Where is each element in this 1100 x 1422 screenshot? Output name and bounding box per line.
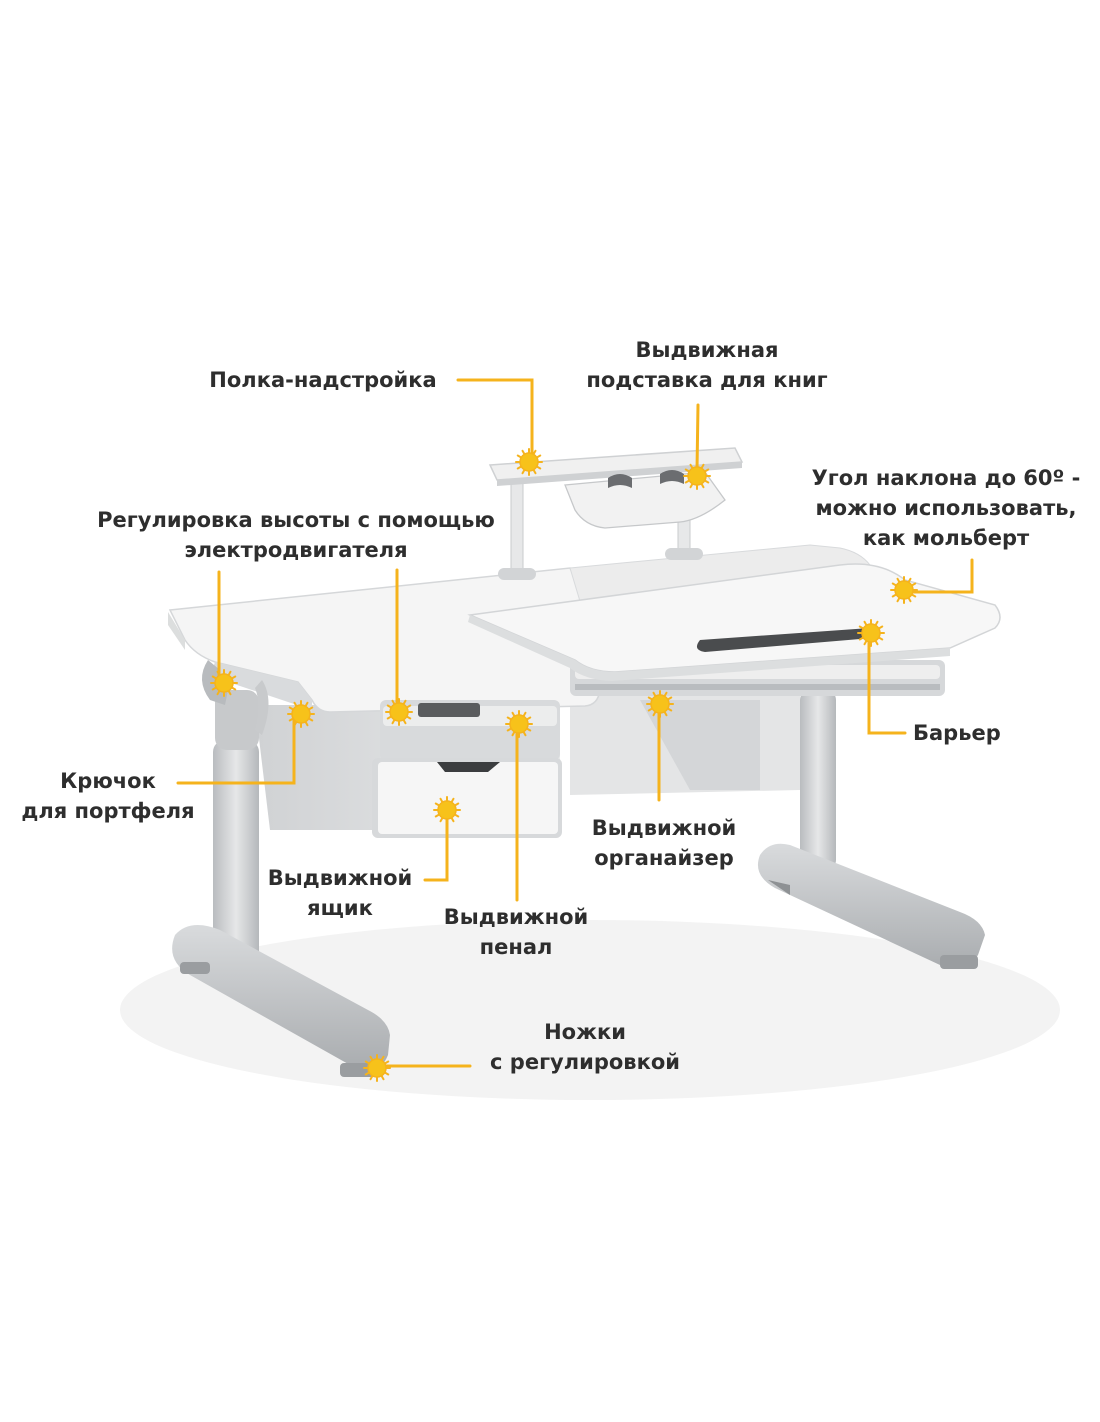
label-bag-hook: Крючок для портфеля: [21, 769, 195, 823]
marker-bag-hook: [287, 700, 315, 728]
right-leg-foot: [757, 843, 985, 969]
marker-bag-hook-upper: [210, 669, 238, 697]
marker-tilt-angle: [890, 576, 918, 604]
control-panel: [418, 703, 480, 717]
label-drawer: Выдвижной ящик: [267, 866, 413, 920]
marker-drawer: [433, 796, 461, 824]
leader-book-stand: [695, 403, 700, 472]
drawer-front: [378, 762, 558, 834]
label-height-motor: Регулировка высоты с помощью электродвиг…: [97, 508, 495, 562]
leader-bag-hook: [176, 713, 296, 785]
marker-height-motor: [385, 698, 413, 726]
leader-tilt-angle: [908, 558, 974, 594]
marker-book-stand: [683, 462, 711, 490]
leader-shelf: [456, 378, 534, 457]
marker-legs: [363, 1054, 391, 1082]
pen-slot: [696, 628, 876, 652]
label-tilt-angle: Угол наклона до 60º - можно использовать…: [811, 466, 1081, 550]
label-shelf: Полка-надстройка: [209, 368, 437, 392]
right-leg-column: [800, 690, 836, 870]
marker-shelf: [515, 448, 543, 476]
label-legs: Ножки с регулировкой: [490, 1020, 680, 1074]
marker-barrier: [857, 619, 885, 647]
leader-barrier: [867, 633, 907, 735]
label-barrier: Барьер: [913, 721, 1001, 745]
label-pencil-case: Выдвижной пенал: [443, 905, 589, 959]
marker-pencil-case: [505, 710, 533, 738]
label-organizer: Выдвижной органайзер: [591, 816, 737, 870]
book-stand: [564, 471, 726, 529]
marker-organizer: [646, 690, 674, 718]
left-leg-column: [213, 740, 259, 990]
label-book-stand: Выдвижная подставка для книг: [586, 338, 828, 392]
leader-drawer: [423, 810, 449, 882]
left-leg-foot: [172, 925, 390, 1071]
